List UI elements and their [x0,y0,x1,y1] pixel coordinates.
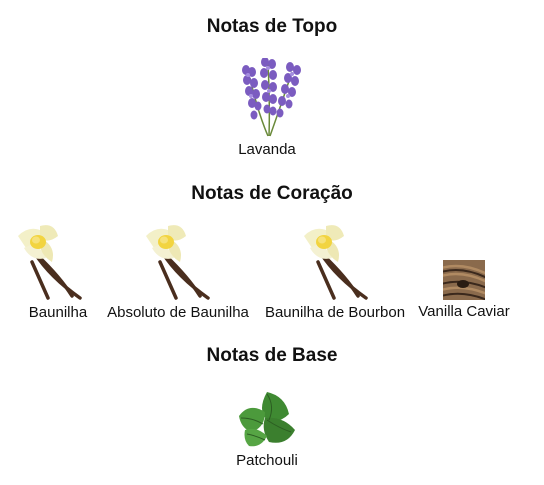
note-baunilha-de-bourbon[interactable]: Baunilha de Bourbon [258,222,412,322]
note-label: Baunilha [28,304,88,321]
patchouli-leaf-icon [235,390,299,448]
note-vanilla-caviar[interactable]: Vanilla Caviar [412,260,516,321]
vanilla-flower-icon [138,222,218,300]
section-title-heart-notes: Notas de Coração [191,183,353,204]
section-title-base-notes: Notas de Base [206,345,338,366]
lavender-icon [228,58,306,138]
section-title-top-notes: Notas de Topo [206,16,338,37]
vanilla-flower-icon [10,222,90,300]
note-absoluto-de-baunilha[interactable]: Absoluto de Baunilha [100,222,256,322]
note-label: Absoluto de Baunilha [107,304,249,321]
note-patchouli[interactable]: Patchouli [217,390,317,470]
vanilla-caviar-icon [443,260,485,300]
note-baunilha[interactable]: Baunilha [10,222,106,322]
note-label: Baunilha de Bourbon [264,304,406,321]
note-lavanda[interactable]: Lavanda [217,58,317,159]
note-label: Vanilla Caviar [418,303,510,320]
vanilla-flower-icon [296,222,376,300]
note-label: Lavanda [238,141,296,158]
note-label: Patchouli [236,452,298,469]
